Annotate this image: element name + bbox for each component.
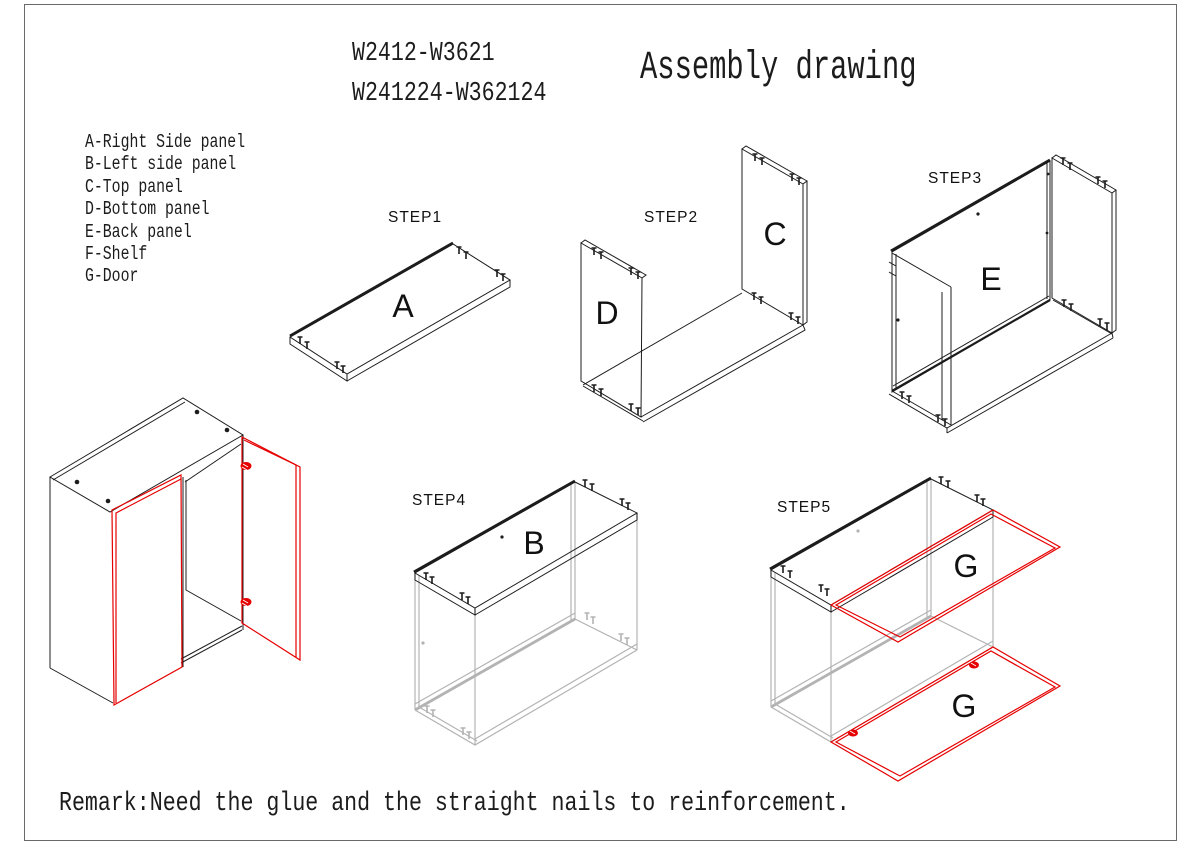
step2-drawing — [580, 145, 808, 423]
panel-label-a: A — [392, 288, 414, 324]
parts-list-item: D-Bottom panel — [85, 198, 210, 221]
step4-label: STEP4 — [412, 492, 467, 509]
panel-label-c: C — [763, 216, 787, 252]
model-code-range-2: W241224-W362124 — [352, 79, 547, 109]
parts-list-item: B-Left side panel — [85, 153, 237, 176]
parts-list-item: G-Door — [85, 265, 139, 288]
door-hinge-icon — [240, 462, 252, 607]
step1-label: STEP1 — [388, 209, 443, 226]
page-title: Assembly drawing — [640, 46, 917, 91]
remark-note: Remark:Need the glue and the straight na… — [59, 789, 850, 819]
parts-list-item: C-Top panel — [85, 175, 183, 198]
cabinet-doors-red — [111, 436, 301, 707]
finished-cabinet-drawing — [49, 397, 301, 707]
parts-list-item: E-Back panel — [85, 220, 192, 243]
step1-drawing — [289, 241, 511, 382]
step5-drawing — [769, 476, 1062, 782]
page-border — [24, 4, 1177, 841]
step4-drawing — [413, 479, 639, 746]
parts-list-item: A-Right Side panel — [85, 131, 246, 153]
panel-label-d: D — [595, 295, 619, 331]
step2-label: STEP2 — [644, 209, 699, 226]
step5-label: STEP5 — [777, 499, 832, 516]
panel-label-e: E — [980, 261, 1002, 297]
parts-legend: A-Right Side panel B-Left side panel C-T… — [85, 131, 245, 288]
panel-label-g-top: G — [953, 548, 979, 584]
door-hinge-icon — [848, 661, 979, 737]
step3-drawing — [888, 154, 1117, 434]
panel-label-b: B — [523, 525, 545, 561]
parts-list-item: F-Shelf — [85, 243, 148, 266]
panel-label-g-bottom: G — [951, 688, 977, 724]
step3-label: STEP3 — [928, 170, 983, 187]
model-code-range-1: W2412-W3621 — [352, 39, 495, 69]
step5-doors-red — [829, 509, 1062, 782]
